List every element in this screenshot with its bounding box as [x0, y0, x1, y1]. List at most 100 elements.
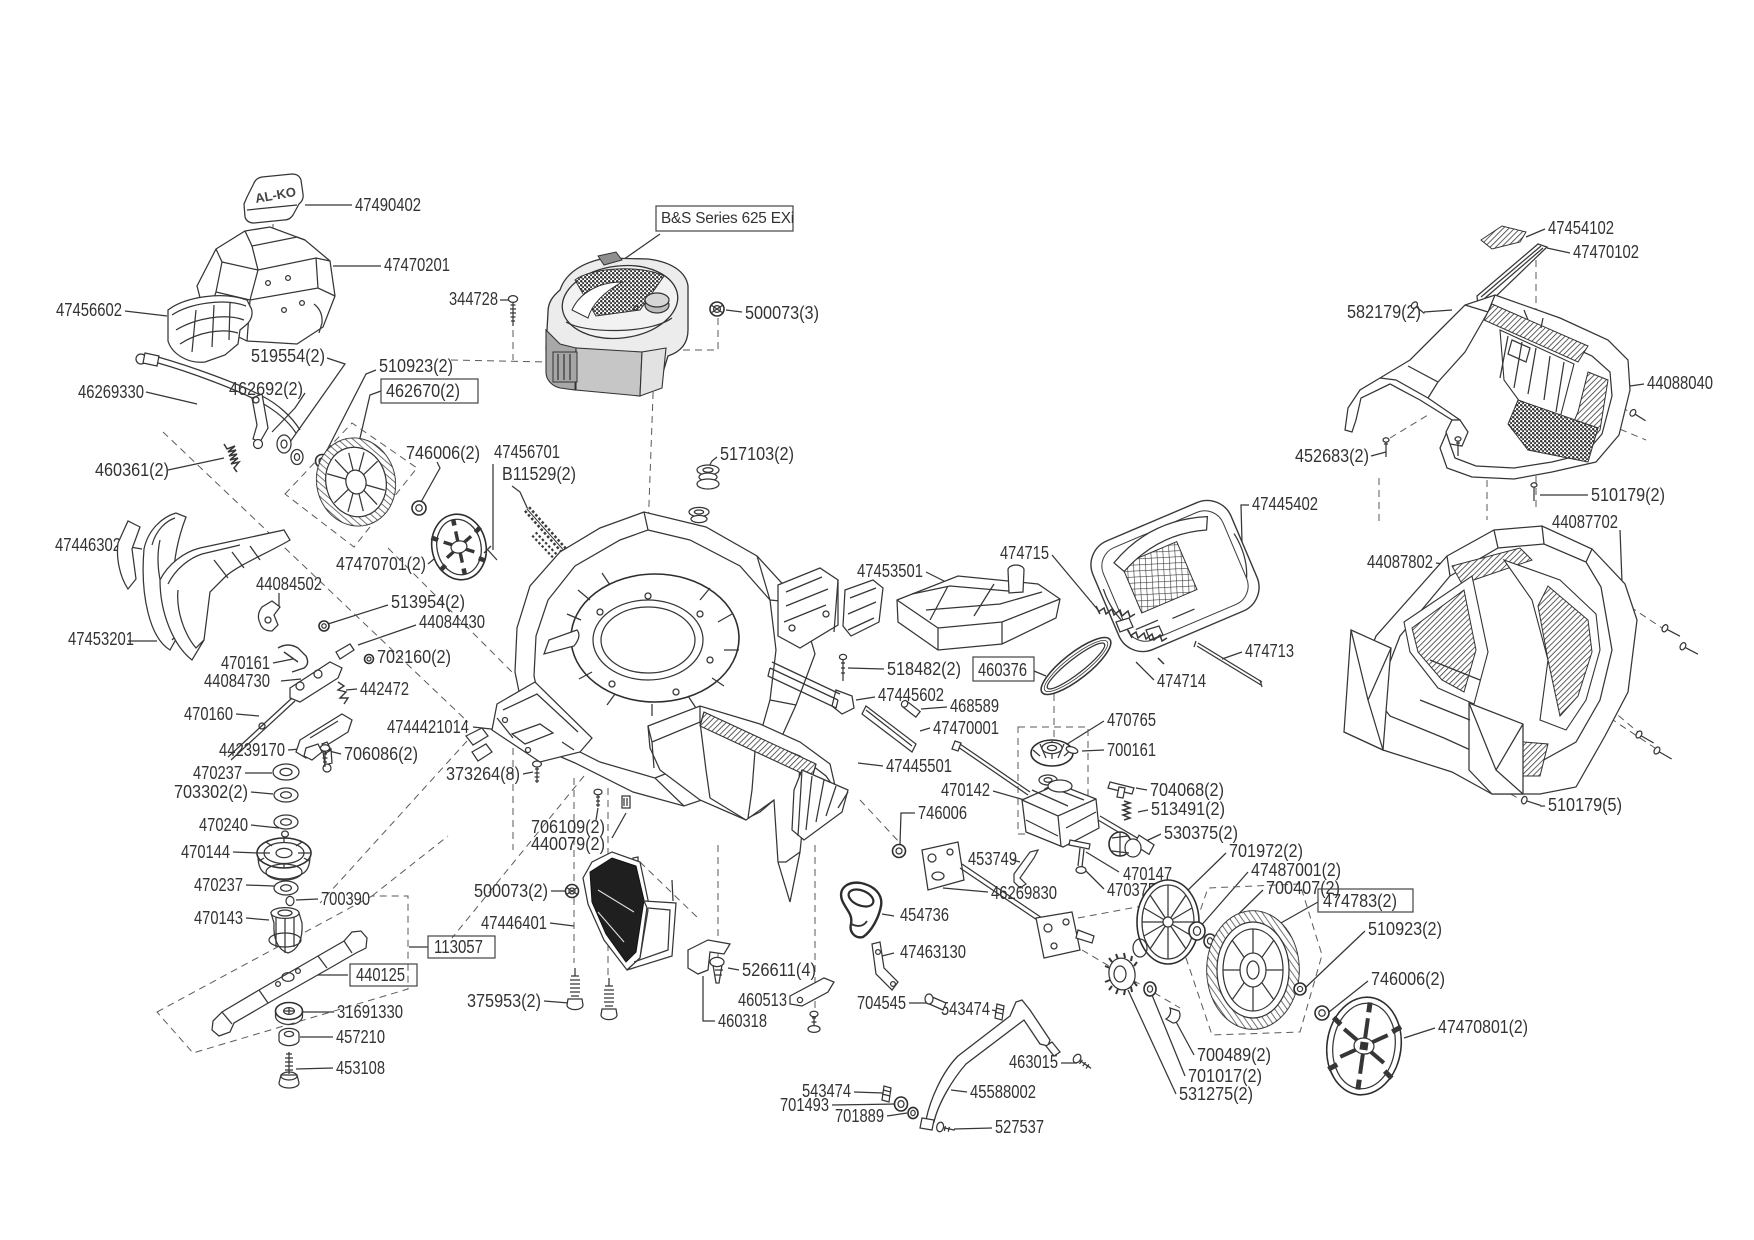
svg-text:B&S Series 625 EXi: B&S Series 625 EXi	[661, 210, 794, 227]
svg-text:470240: 470240	[199, 815, 248, 835]
svg-text:462670(2): 462670(2)	[386, 381, 460, 401]
svg-text:519554(2): 519554(2)	[251, 346, 325, 366]
svg-text:701889: 701889	[835, 1106, 884, 1126]
svg-text:700489(2): 700489(2)	[1197, 1045, 1271, 1065]
svg-text:513491(2): 513491(2)	[1151, 799, 1225, 819]
svg-text:47470102: 47470102	[1573, 242, 1639, 262]
svg-text:526611(4): 526611(4)	[742, 960, 816, 980]
svg-text:47453501: 47453501	[857, 561, 923, 581]
svg-text:746006(2): 746006(2)	[406, 443, 480, 463]
svg-text:AL-KO: AL-KO	[254, 184, 297, 206]
svg-text:474714: 474714	[1157, 671, 1206, 691]
svg-text:460318: 460318	[718, 1011, 767, 1031]
svg-text:527537: 527537	[995, 1117, 1044, 1137]
svg-text:704068(2): 704068(2)	[1150, 780, 1224, 800]
svg-text:46269330: 46269330	[78, 382, 144, 402]
svg-text:344728: 344728	[449, 289, 498, 309]
svg-text:700407(2): 700407(2)	[1266, 878, 1340, 898]
svg-text:47456701: 47456701	[494, 442, 560, 462]
svg-text:468589: 468589	[950, 696, 999, 716]
svg-text:47470001: 47470001	[933, 718, 999, 738]
svg-text:47453201: 47453201	[68, 629, 134, 649]
svg-text:474783(2): 474783(2)	[1323, 891, 1397, 911]
svg-text:470237: 470237	[193, 763, 242, 783]
svg-text:513954(2): 513954(2)	[391, 592, 465, 612]
svg-text:44239170: 44239170	[219, 740, 285, 760]
svg-text:B11529(2): B11529(2)	[502, 464, 576, 484]
svg-text:460376: 460376	[978, 660, 1027, 680]
svg-text:470765: 470765	[1107, 710, 1156, 730]
svg-text:700390: 700390	[321, 889, 370, 909]
svg-text:462692(2): 462692(2)	[229, 379, 303, 399]
svg-text:500073(3): 500073(3)	[745, 303, 819, 323]
svg-text:706086(2): 706086(2)	[344, 744, 418, 764]
svg-text:442472: 442472	[360, 679, 409, 699]
svg-text:500073(2): 500073(2)	[474, 881, 548, 901]
svg-text:470147: 470147	[1123, 864, 1172, 884]
svg-text:452683(2): 452683(2)	[1295, 446, 1369, 466]
svg-text:470142: 470142	[941, 780, 990, 800]
svg-text:47445402: 47445402	[1252, 494, 1318, 514]
svg-text:453108: 453108	[336, 1058, 385, 1078]
svg-text:460513: 460513	[738, 990, 787, 1010]
svg-text:47445602: 47445602	[878, 685, 944, 705]
svg-text:44084430: 44084430	[419, 612, 485, 632]
svg-text:704545: 704545	[857, 993, 906, 1013]
svg-text:440125: 440125	[356, 965, 405, 985]
svg-text:703302(2): 703302(2)	[174, 782, 248, 802]
svg-text:47470201: 47470201	[384, 255, 450, 275]
svg-text:510179(2): 510179(2)	[1591, 485, 1665, 505]
svg-text:701972(2): 701972(2)	[1229, 841, 1303, 861]
svg-text:543474: 543474	[802, 1081, 851, 1101]
svg-text:47470701(2): 47470701(2)	[336, 554, 426, 574]
svg-text:510923(2): 510923(2)	[1368, 919, 1442, 939]
svg-text:470143: 470143	[194, 908, 243, 928]
svg-text:457210: 457210	[336, 1027, 385, 1047]
svg-text:463015: 463015	[1009, 1052, 1058, 1072]
svg-text:746006: 746006	[918, 803, 967, 823]
svg-text:44088040: 44088040	[1647, 373, 1713, 393]
svg-text:470160: 470160	[184, 704, 233, 724]
svg-text:47490402: 47490402	[355, 195, 421, 215]
svg-text:44084502: 44084502	[256, 574, 322, 594]
svg-text:47456602: 47456602	[56, 300, 122, 320]
svg-text:47487001(2): 47487001(2)	[1251, 860, 1341, 880]
svg-text:460361(2): 460361(2)	[95, 460, 169, 480]
svg-text:4744421014: 4744421014	[387, 717, 469, 737]
svg-text:44087702: 44087702	[1552, 512, 1618, 532]
svg-text:510179(5): 510179(5)	[1548, 795, 1622, 815]
svg-text:44087802: 44087802	[1367, 552, 1433, 572]
svg-text:46269830: 46269830	[991, 883, 1057, 903]
svg-text:454736: 454736	[900, 905, 949, 925]
svg-text:440079(2): 440079(2)	[531, 834, 605, 854]
svg-text:47445501: 47445501	[886, 756, 952, 776]
svg-text:517103(2): 517103(2)	[720, 444, 794, 464]
svg-text:31691330: 31691330	[337, 1002, 403, 1022]
svg-text:47463130: 47463130	[900, 942, 966, 962]
svg-text:47446401: 47446401	[481, 913, 547, 933]
svg-text:543474: 543474	[941, 999, 990, 1019]
svg-text:701493: 701493	[780, 1095, 829, 1115]
svg-text:530375(2): 530375(2)	[1164, 823, 1238, 843]
svg-text:47454102: 47454102	[1548, 218, 1614, 238]
svg-text:701017(2): 701017(2)	[1188, 1066, 1262, 1086]
svg-text:45588002: 45588002	[970, 1082, 1036, 1102]
svg-text:746006(2): 746006(2)	[1371, 969, 1445, 989]
svg-text:474713: 474713	[1245, 641, 1294, 661]
svg-text:474715: 474715	[1000, 543, 1049, 563]
svg-text:47446302: 47446302	[55, 535, 121, 555]
svg-text:453749: 453749	[968, 849, 1017, 869]
svg-text:44084730: 44084730	[204, 671, 270, 691]
svg-text:113057: 113057	[434, 937, 483, 957]
svg-text:375953(2): 375953(2)	[467, 991, 541, 1011]
svg-text:582179(2): 582179(2)	[1347, 302, 1421, 322]
svg-text:470144: 470144	[181, 842, 230, 862]
svg-text:373264(8): 373264(8)	[446, 764, 520, 784]
svg-text:47470801(2): 47470801(2)	[1438, 1017, 1528, 1037]
svg-text:470237: 470237	[194, 875, 243, 895]
svg-text:470161: 470161	[221, 653, 270, 673]
svg-text:531275(2): 531275(2)	[1179, 1084, 1253, 1104]
svg-text:518482(2): 518482(2)	[887, 659, 961, 679]
svg-text:700161: 700161	[1107, 740, 1156, 760]
svg-text:510923(2): 510923(2)	[379, 356, 453, 376]
